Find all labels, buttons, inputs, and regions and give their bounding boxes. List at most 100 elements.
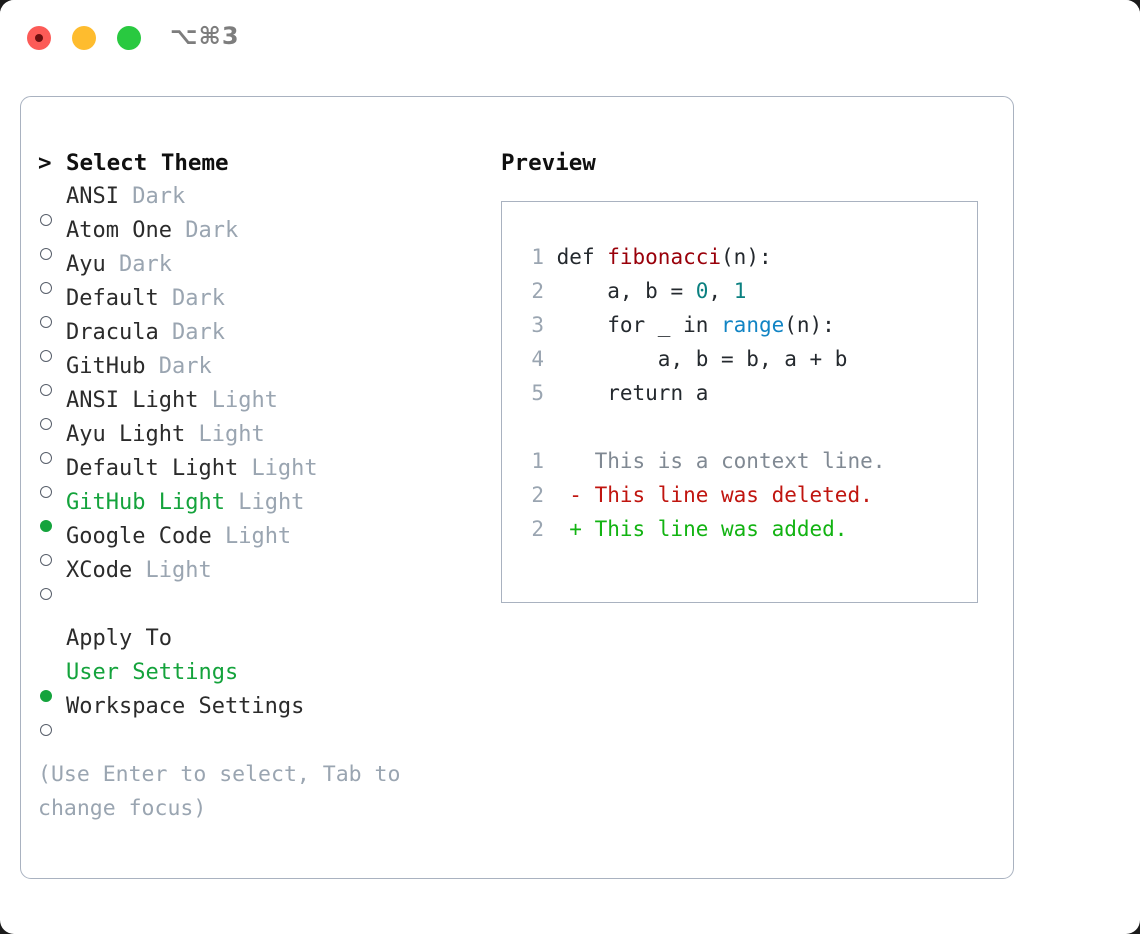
code-token-plain: a, b = b, a + b	[556, 347, 848, 371]
theme-option-gap	[172, 218, 185, 243]
theme-option-xcode[interactable]: XCode Light	[38, 554, 488, 600]
code-line: 1 def fibonacci(n):	[522, 240, 977, 274]
radio-dot	[40, 282, 52, 294]
radio-dot	[40, 248, 52, 260]
diff-marker	[544, 449, 595, 473]
apply-to-indent	[38, 622, 66, 656]
code-token-fn: fibonacci	[607, 245, 722, 269]
maximize-button[interactable]	[117, 26, 141, 50]
theme-option-label: Default Light	[66, 456, 239, 481]
radio-dot	[40, 690, 52, 702]
theme-option-ansi-light[interactable]: ANSI Light Light	[38, 384, 488, 430]
code-line-number: 2	[531, 279, 544, 303]
diff-marker: +	[544, 517, 595, 541]
radio-dot	[40, 554, 52, 566]
theme-option-ayu-light[interactable]: Ayu Light Light	[38, 418, 488, 464]
theme-option-gap	[212, 524, 225, 549]
apply-to-heading: Apply To	[38, 622, 488, 656]
theme-option-variant: Light	[251, 456, 318, 481]
code-line-number: 1	[531, 245, 544, 269]
theme-option-dracula[interactable]: Dracula Dark	[38, 316, 488, 362]
theme-option-ayu[interactable]: Ayu Dark	[38, 248, 488, 294]
apply-to-option-label: User Settings	[66, 660, 239, 685]
code-token-call: range	[721, 313, 785, 337]
code-line: 3 for _ in range(n):	[522, 308, 977, 342]
theme-option-label: GitHub Light	[66, 490, 225, 515]
radio-dot	[40, 316, 52, 328]
close-button[interactable]	[27, 26, 51, 50]
code-gutter-gap	[544, 347, 557, 371]
theme-option-gap	[225, 490, 238, 515]
diff-line-number: 1	[531, 449, 544, 473]
code-token-plain: (n):	[721, 245, 772, 269]
theme-option-variant: Light	[198, 422, 265, 447]
diff-line-context: 1 This is a context line.	[522, 444, 977, 478]
window-controls	[27, 26, 141, 50]
radio-dot	[40, 350, 52, 362]
theme-option-label: Dracula	[66, 320, 159, 345]
theme-option-variant: Dark	[119, 252, 172, 277]
code-token-num: 1	[733, 279, 747, 303]
theme-option-github[interactable]: GitHub Dark	[38, 350, 488, 396]
theme-option-label: XCode	[66, 558, 133, 583]
theme-option-github-light[interactable]: GitHub Light Light	[38, 486, 488, 532]
code-gutter-gap	[544, 381, 557, 405]
radio-dot	[40, 452, 52, 464]
code-line-number: 4	[531, 347, 544, 371]
theme-option-label: Ayu Light	[66, 422, 186, 447]
radio-dot	[40, 724, 52, 736]
theme-option-default-light[interactable]: Default Light Light	[38, 452, 488, 498]
code-gutter-gap	[544, 279, 557, 303]
select-theme-heading: > Select Theme	[38, 146, 488, 180]
code-token-num: 0	[695, 279, 709, 303]
preview-column: Preview 1 def fibonacci(n):2 a, b = 0, 1…	[501, 146, 1001, 603]
keyboard-shortcut-label: ⌥⌘3	[170, 22, 240, 50]
select-theme-heading-label: Select Theme	[66, 150, 229, 176]
apply-to-option-user-settings[interactable]: User Settings	[38, 656, 488, 702]
code-token-plain: a, b =	[556, 279, 696, 303]
theme-option-google-code[interactable]: Google Code Light	[38, 520, 488, 566]
radio-dot	[40, 418, 52, 430]
diff-line-number: 2	[531, 517, 544, 541]
code-gutter-gap	[544, 313, 557, 337]
apply-to-option-workspace-settings[interactable]: Workspace Settings	[38, 690, 488, 736]
theme-option-ansi[interactable]: ANSI Dark	[38, 180, 488, 226]
theme-option-variant: Dark	[171, 286, 225, 311]
theme-option-atom-one[interactable]: Atom One Dark	[38, 214, 488, 260]
title-bar: ⌥⌘3	[0, 0, 1140, 78]
radio-dot	[40, 486, 52, 498]
radio-dot	[40, 588, 52, 600]
code-line: 4 a, b = b, a + b	[522, 342, 977, 376]
theme-option-variant: Dark	[158, 354, 212, 379]
radio-dot	[40, 214, 52, 226]
code-line-number: 3	[531, 313, 544, 337]
cursor-arrow-icon: >	[38, 150, 66, 176]
radio-dot	[40, 384, 52, 396]
theme-option-gap	[159, 320, 172, 345]
code-gutter-gap	[544, 245, 557, 269]
theme-option-default[interactable]: Default Dark	[38, 282, 488, 328]
diff-line-text: This is a context line.	[594, 449, 886, 473]
theme-option-variant: Light	[224, 524, 292, 549]
code-line-number: 5	[531, 381, 544, 405]
code-diff-separator	[522, 410, 977, 444]
code-token-plain: def	[556, 245, 608, 269]
diff-line-text: This line was deleted.	[594, 483, 873, 507]
theme-option-gap	[238, 456, 251, 481]
theme-option-label: GitHub	[66, 354, 146, 379]
apply-to-option-label: Workspace Settings	[66, 694, 305, 719]
diff-marker: -	[544, 483, 595, 507]
theme-option-label: Ayu	[66, 252, 106, 277]
diff-line-text: This line was added.	[594, 517, 848, 541]
theme-option-variant: Dark	[171, 320, 225, 345]
minimize-button[interactable]	[72, 26, 96, 50]
theme-option-gap	[185, 422, 198, 447]
theme-option-gap	[132, 558, 145, 583]
theme-option-gap	[106, 252, 119, 277]
keyboard-hint: (Use Enter to select, Tab to change focu…	[38, 762, 414, 821]
